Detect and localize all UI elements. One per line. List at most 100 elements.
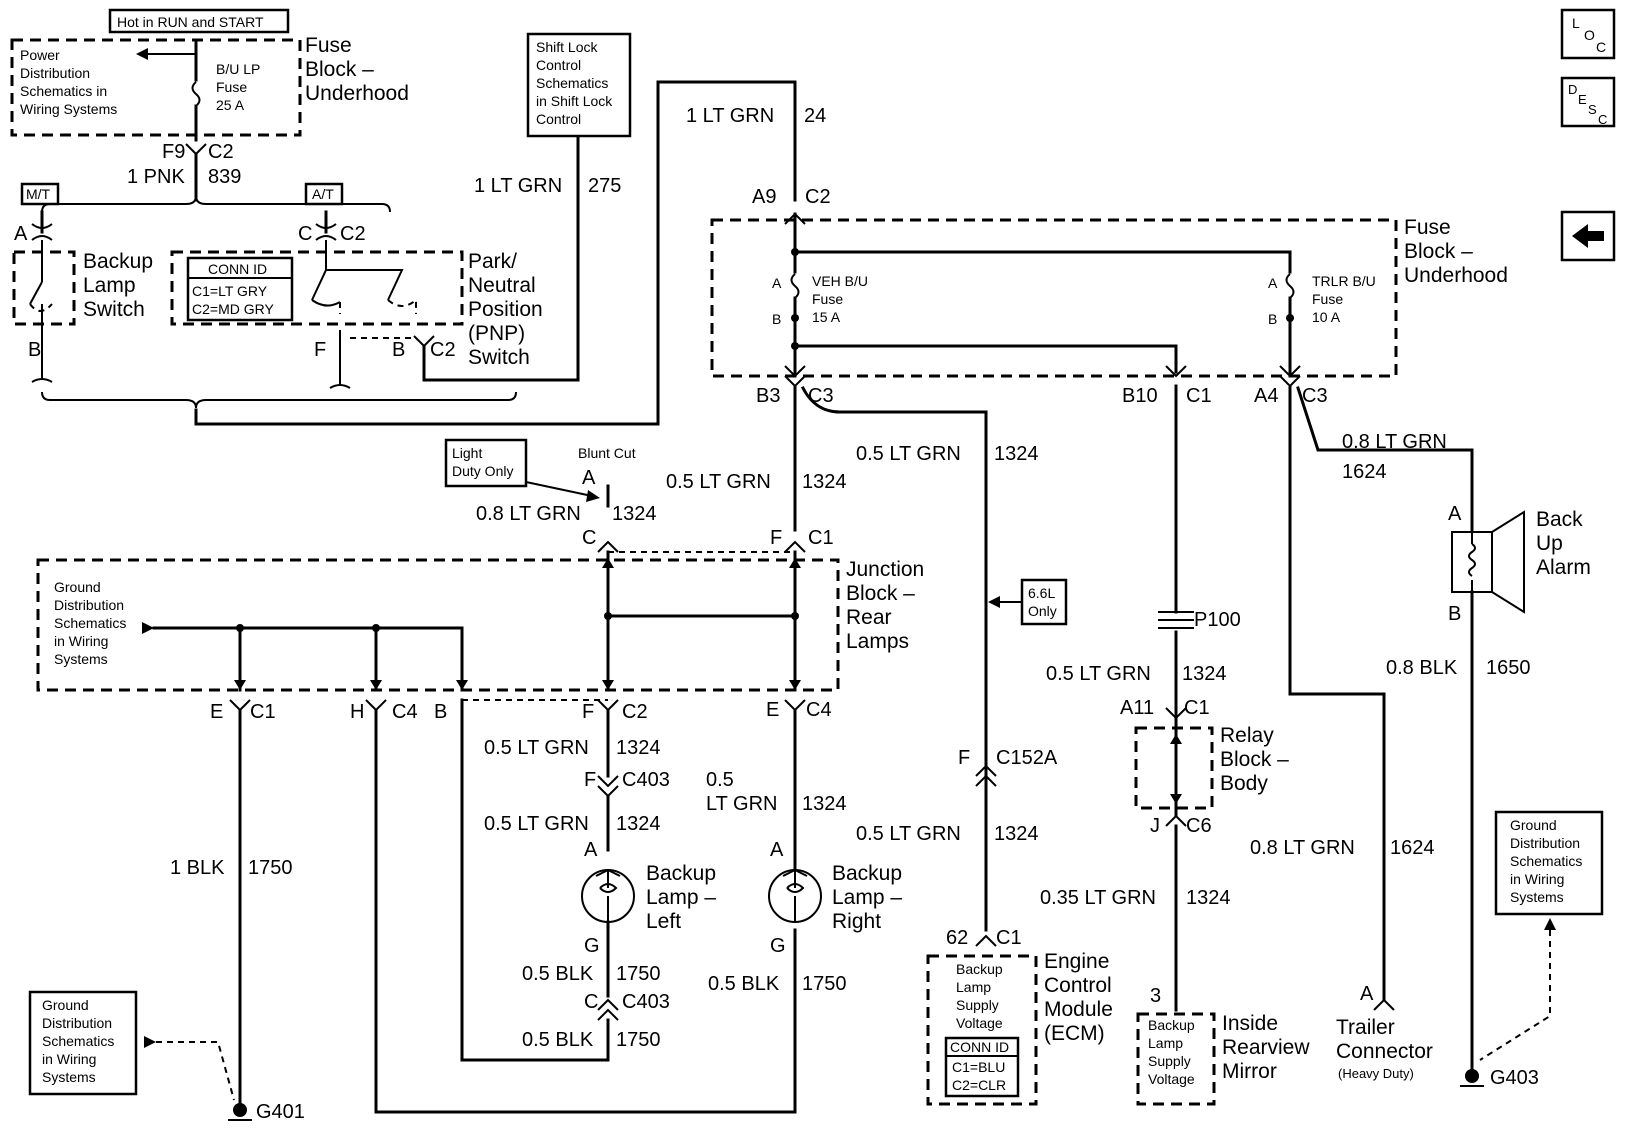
a4-c3-label: C3 [1302, 385, 1328, 407]
svg-text:Neutral: Neutral [468, 274, 536, 297]
svg-text:Position: Position [468, 298, 543, 321]
svg-text:D: D [1568, 82, 1577, 97]
backup-alarm-icon [1451, 510, 1525, 614]
svg-text:Up: Up [1536, 532, 1563, 555]
svg-text:in Shift Lock: in Shift Lock [536, 93, 613, 109]
alarm-pin-b-label: B [1448, 603, 1461, 625]
backup-switch-outline [12, 250, 76, 326]
connector-b-icon [31, 340, 53, 383]
svg-text:Module: Module [1044, 998, 1113, 1021]
connector-c-icon [315, 223, 337, 241]
pin-c-label: C [298, 223, 312, 245]
pnp-switch-label: Park/ Neutral Position (PNP) Switch [468, 250, 543, 369]
svg-text:Relay: Relay [1220, 724, 1274, 747]
trlr-a-label: A [1268, 275, 1278, 291]
pin-h-label: H [350, 701, 364, 723]
svg-text:Schematics in: Schematics in [20, 83, 107, 99]
splice-dot [372, 624, 380, 632]
junction-c-label: C [582, 527, 596, 549]
fuse-bulp-icon [191, 81, 201, 107]
relay-block-outline [1134, 726, 1214, 810]
left-1750-2-label: 1750 [616, 1029, 661, 1051]
svg-text:Lamp –: Lamp – [646, 886, 716, 909]
splice-dot [1286, 314, 1294, 322]
h-c4-label: C4 [392, 701, 418, 723]
svg-text:Distribution: Distribution [42, 1015, 112, 1031]
wire-fuse-feed [793, 212, 1292, 274]
fuse-block-center-outline [710, 218, 1398, 378]
b3-label: B3 [756, 385, 780, 407]
shift-lock-ref-box: Shift Lock Control Schematics in Shift L… [526, 32, 632, 138]
svg-text:Left: Left [646, 910, 681, 933]
right-wire-1324-label: 1324 [802, 793, 847, 815]
mirror-label: Inside Rearview Mirror [1222, 1012, 1310, 1083]
svg-text:Block –: Block – [846, 582, 915, 605]
arrow-down-icon [602, 680, 614, 690]
a9-c2-label: C2 [805, 186, 831, 208]
c2-label: C2 [208, 141, 234, 163]
wire-839-label: 839 [208, 166, 241, 188]
loc-button[interactable]: L O C [1560, 8, 1616, 60]
svg-text:Light: Light [452, 445, 482, 461]
b3-c3-label: C3 [808, 385, 834, 407]
svg-text:Fuse: Fuse [216, 79, 247, 95]
ecm-outline [926, 954, 1038, 1106]
pin-f-c2-label: F [582, 701, 594, 723]
relay-wire-1324-label: 1324 [1182, 663, 1227, 685]
desc-button[interactable]: D E S C [1560, 76, 1616, 128]
fuse-veh-icon [790, 273, 800, 299]
mt-label: M/T [26, 186, 51, 202]
svg-text:in Wiring: in Wiring [1510, 871, 1564, 887]
lamp-left-icon [581, 868, 635, 923]
right-wire-05-label: 0.5 [706, 769, 734, 791]
svg-text:Fuse: Fuse [305, 34, 352, 57]
ecm-wire2-1324-label: 1324 [994, 823, 1039, 845]
pwr-hot-box: Hot in RUN and START [108, 8, 290, 34]
pin-b-label: B [28, 339, 41, 361]
trlr-b-label: B [1268, 311, 1277, 327]
splice-dot [791, 612, 799, 620]
ecm-wire2-ltgrn-label: 0.5 LT GRN [856, 823, 961, 845]
ecm-c1-label: C1 [996, 927, 1022, 949]
c403-label: C403 [622, 769, 670, 791]
pin-e-c4-label: E [766, 699, 779, 721]
arrow-right-icon [144, 1036, 156, 1048]
svg-text:Junction: Junction [846, 558, 924, 581]
junction-f-label: F [770, 527, 782, 549]
veh-b-label: B [772, 311, 781, 327]
mirror-outline [1136, 1012, 1216, 1106]
svg-text:Ground: Ground [1510, 817, 1557, 833]
backup-switch-actuator [29, 303, 53, 312]
mt-at-bottom-brace [41, 391, 517, 409]
svg-text:Backup: Backup [832, 862, 902, 885]
trailer-pin-a-label: A [1360, 983, 1374, 1005]
c403-bottom-label: C403 [622, 991, 670, 1013]
conn-id-box [186, 256, 294, 322]
c6-j-label: J [1150, 815, 1160, 837]
back-button[interactable] [1560, 210, 1616, 262]
alarm-blk-label: 0.8 BLK [1386, 657, 1458, 679]
svg-text:Connector: Connector [1336, 1040, 1433, 1063]
svg-text:L: L [1572, 15, 1580, 31]
g403-label: G403 [1490, 1067, 1539, 1089]
mirror-wire-1324-label: 1324 [1186, 887, 1231, 909]
arrow-left-icon [988, 596, 1000, 608]
svg-text:(Heavy Duty): (Heavy Duty) [1338, 1066, 1414, 1081]
ground-dist-ref-1: Ground Distribution Schematics in Wiring… [54, 579, 126, 667]
svg-text:Schematics: Schematics [54, 615, 126, 631]
svg-text:C2=CLR: C2=CLR [952, 1077, 1006, 1093]
svg-text:Alarm: Alarm [1536, 556, 1591, 579]
svg-text:15 A: 15 A [812, 309, 841, 325]
left-wire2-ltgrn-label: 0.5 LT GRN [484, 813, 589, 835]
e-c4-label: C4 [806, 699, 832, 721]
left-blk2-label: 0.5 BLK [522, 1029, 594, 1051]
blunt-wire-1324-label: 1324 [612, 503, 657, 525]
f-c2-label: C2 [622, 701, 648, 723]
svg-text:Trailer: Trailer [1336, 1016, 1395, 1039]
pnp-switch-outline [170, 250, 464, 326]
backup-alarm-label: Back Up Alarm [1536, 508, 1591, 579]
svg-text:Park/: Park/ [468, 250, 517, 273]
svg-text:(ECM): (ECM) [1044, 1022, 1105, 1045]
svg-text:Schematics: Schematics [42, 1033, 114, 1049]
connector-junction-c-icon [597, 540, 619, 553]
